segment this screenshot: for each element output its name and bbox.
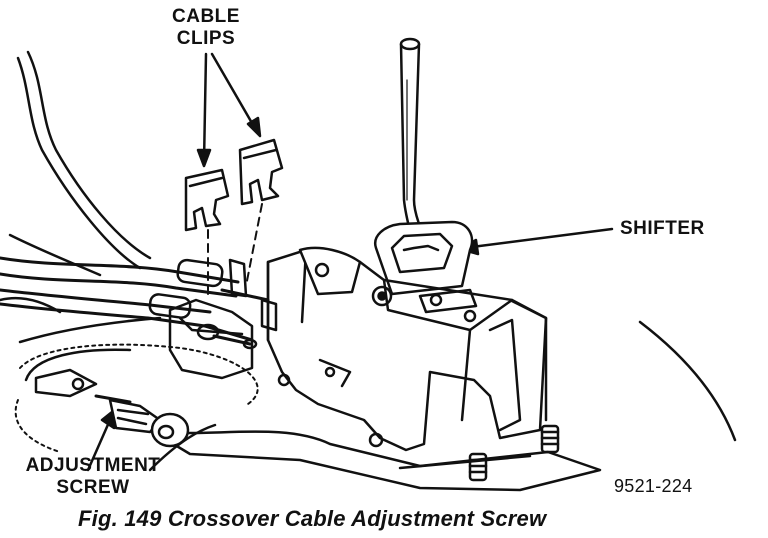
figure-caption: Fig. 149 Crossover Cable Adjustment Scre… [78, 506, 547, 531]
console-outline [0, 50, 737, 472]
cable-clips-label-line1: CABLE [172, 6, 240, 27]
cable-clips-label: CABLE CLIPS [160, 6, 252, 50]
cable-clips-label-line2: CLIPS [176, 28, 236, 49]
mounting-studs [468, 424, 560, 482]
cable-mount-bracket [168, 258, 352, 388]
shifter-lever [399, 37, 430, 250]
clip-install-leaders [207, 203, 263, 301]
adjustment-screw-label: ADJUSTMENT SCREW [8, 455, 178, 499]
adjustment-screw-label-line1: ADJUSTMENT [25, 455, 161, 476]
adjustment-screw-label-line2: SCREW [56, 477, 130, 498]
adjustment-detail [14, 343, 259, 453]
cable-clip-right [238, 138, 284, 206]
cable-clip-left [184, 168, 230, 232]
crossover-cables [0, 256, 270, 342]
shifter-label: SHIFTER [620, 218, 705, 239]
shifter-base-bracket [148, 246, 602, 492]
part-number: 9521-224 [614, 476, 693, 496]
shifter-housing [373, 220, 474, 296]
callout-arrows [86, 52, 614, 472]
